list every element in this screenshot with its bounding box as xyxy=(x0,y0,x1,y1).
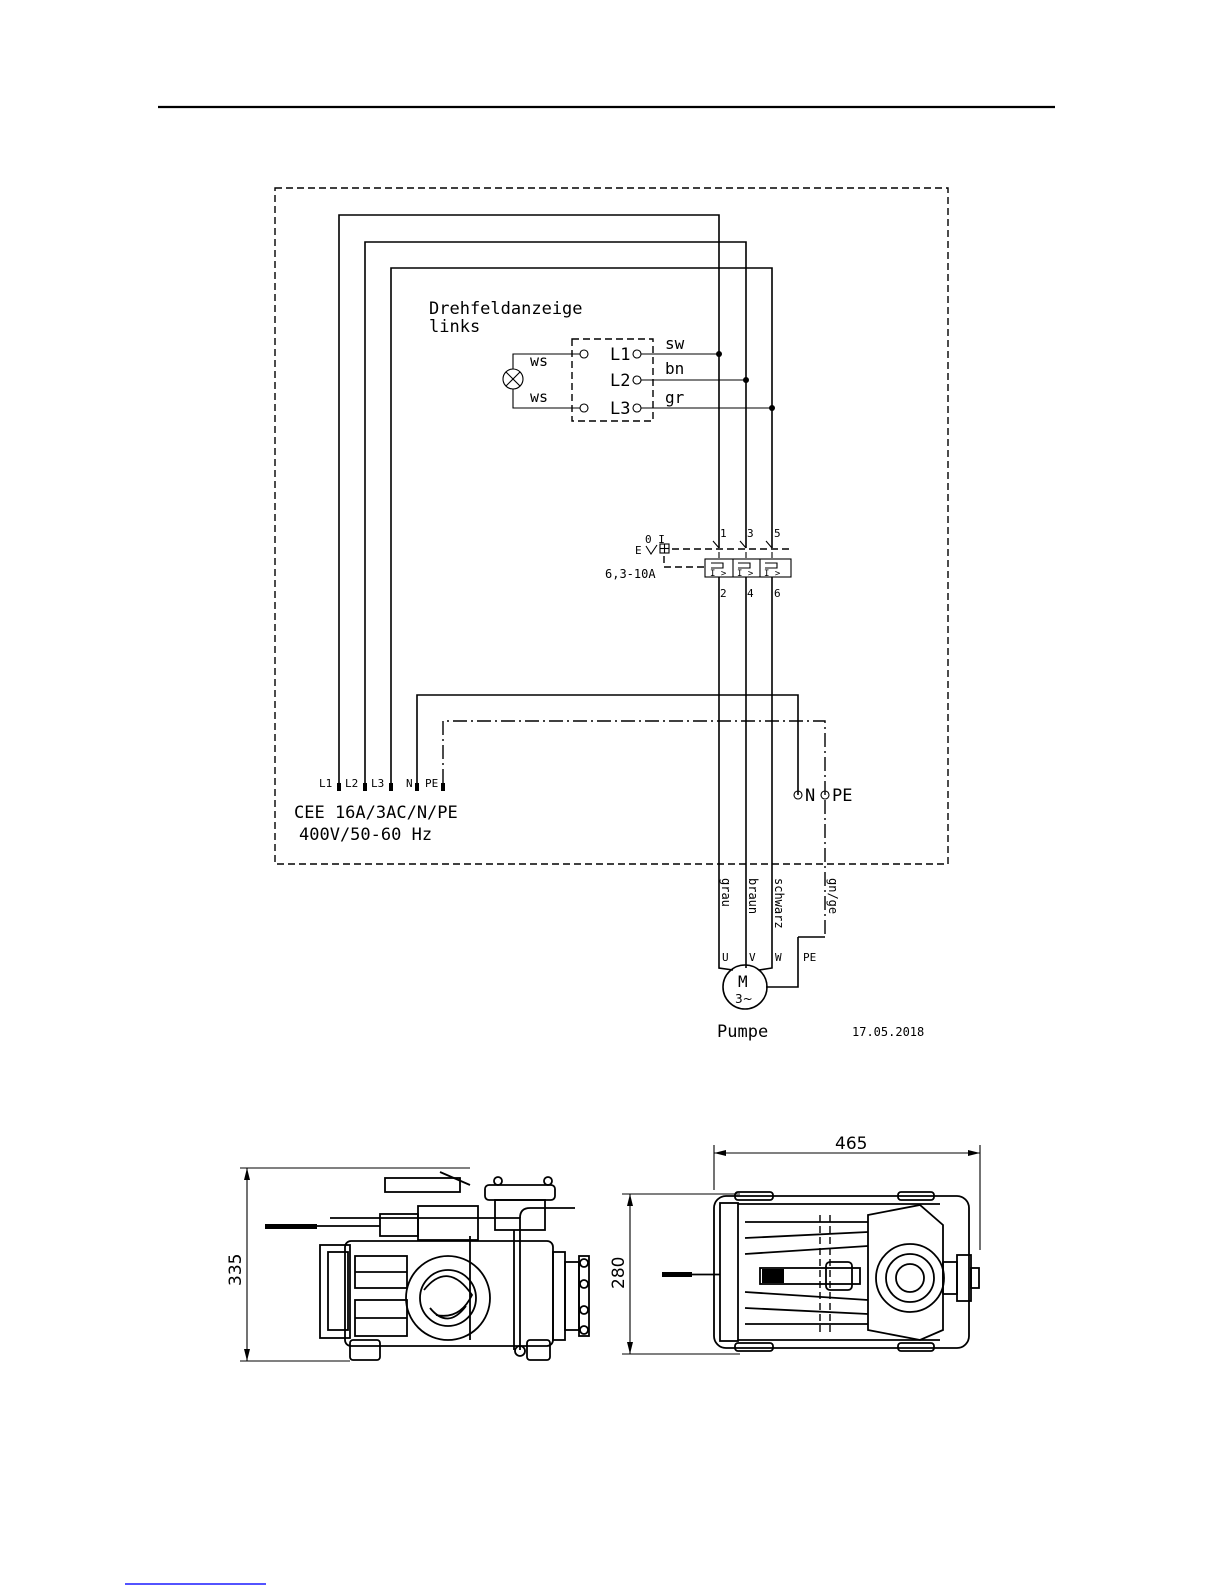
wiring-diagram: L1 L2 L3 N PE CEE 16A/3AC/N/PE 400V/50-6… xyxy=(275,188,948,1042)
breaker-terminal-6: 6 xyxy=(774,587,781,600)
control-box-boundary xyxy=(275,188,948,864)
pump-top-view: 465 280 xyxy=(609,1134,980,1354)
junction-l2 xyxy=(743,377,749,383)
plug-spec-line2: 400V/50-60 Hz xyxy=(299,825,432,845)
wire-u-motor xyxy=(719,963,733,970)
wire-l2 xyxy=(365,242,746,783)
indicator-terminal-l1: L1 xyxy=(610,345,630,365)
lamp-wire-label-bottom: ws xyxy=(530,388,548,406)
plug-pin-l3: L3 xyxy=(371,777,384,790)
plug-pin-l1: L1 xyxy=(319,777,332,790)
side-height-dimension: 335 xyxy=(226,1254,246,1286)
plug-pin-n: N xyxy=(406,777,413,790)
top-width-dimension: 465 xyxy=(835,1134,867,1154)
drawing-date: 17.05.2018 xyxy=(852,1025,924,1039)
terminal-pe-label: PE xyxy=(832,786,852,806)
cable-color-grau: grau xyxy=(719,878,733,907)
junction-l3 xyxy=(769,405,775,411)
terminal-n-label: N xyxy=(805,786,815,806)
motor-phase: 3~ xyxy=(735,992,753,1006)
plug-pin-l2: L2 xyxy=(345,777,358,790)
motor-symbol-letter: M xyxy=(738,972,748,991)
plug-pin-pe: PE xyxy=(425,777,438,790)
cable-color-braun: braun xyxy=(746,878,760,914)
cable-color-schwarz: schwarz xyxy=(772,878,786,929)
breaker-actuator-label: E xyxy=(635,544,642,557)
indicator-wire-color-l2: bn xyxy=(665,359,684,378)
motor-terminal-w: W xyxy=(775,951,782,964)
pump-side-view: 335 xyxy=(226,1168,589,1361)
motor-terminal-u: U xyxy=(722,951,729,964)
breaker-rating: 6,3-10A xyxy=(605,567,656,581)
wire-pe xyxy=(443,721,825,795)
motor-terminal-v: V xyxy=(749,951,756,964)
lamp-icon xyxy=(503,369,523,389)
plug-spec-line1: CEE 16A/3AC/N/PE xyxy=(294,803,458,823)
wire-w-motor xyxy=(759,963,772,970)
indicator-title-line1: Drehfeldanzeige xyxy=(429,299,583,319)
motor-name: Pumpe xyxy=(717,1022,768,1042)
breaker-terminal-4: 4 xyxy=(747,587,754,600)
wire-l3 xyxy=(391,268,772,783)
wire-n xyxy=(417,695,798,795)
indicator-terminal-l3: L3 xyxy=(610,399,630,419)
wire-pe-to-motor xyxy=(766,937,798,987)
indicator-title-line2: links xyxy=(429,317,480,337)
indicator-terminal-l2: L2 xyxy=(610,371,630,391)
junction-l1 xyxy=(716,351,722,357)
breaker-terminal-3: 3 xyxy=(747,527,754,540)
indicator-wire-color-l1: sw xyxy=(665,334,685,353)
top-depth-dimension: 280 xyxy=(609,1257,629,1289)
cable-color-gnge: gn/ge xyxy=(826,878,840,914)
breaker-terminal-5: 5 xyxy=(774,527,781,540)
breaker-terminal-1: 1 xyxy=(720,527,727,540)
motor-terminal-pe: PE xyxy=(803,951,816,964)
lamp-wire-label-top: ws xyxy=(530,352,548,370)
breaker-terminal-2: 2 xyxy=(720,587,727,600)
indicator-wire-color-l3: gr xyxy=(665,388,685,407)
motor-protection-switch: 1 3 5 0 I E xyxy=(605,527,791,600)
